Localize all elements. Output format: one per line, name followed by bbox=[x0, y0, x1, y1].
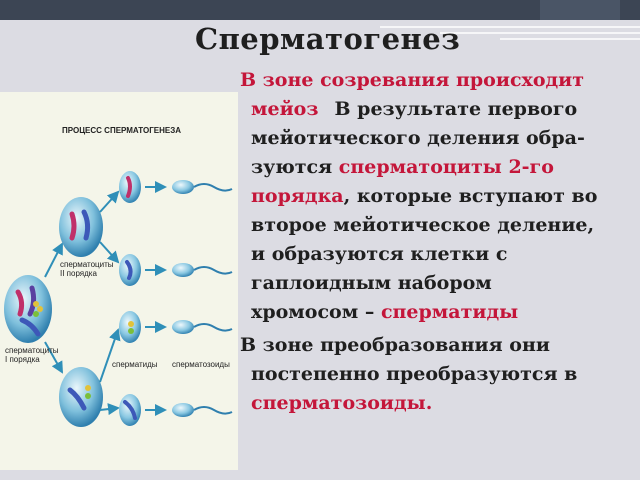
slide-title: Сперматогенез bbox=[195, 22, 461, 56]
body-text: В зоне созревания происходит мейоз В резу… bbox=[240, 66, 640, 418]
label-spermatocytes-2: сперматоциты II порядка bbox=[60, 260, 114, 278]
top-bar bbox=[0, 0, 640, 20]
p1-line-5: порядка, которые вступают во bbox=[251, 185, 598, 207]
p1-line-4: зуются сперматоциты 2-го bbox=[251, 156, 554, 178]
p2-line-1: В зоне преобразования они bbox=[240, 334, 550, 356]
p1-line-9: хромосом – сперматиды bbox=[251, 301, 519, 323]
p1-line-2-rest: В результате первого bbox=[334, 98, 578, 120]
decorative-lines bbox=[380, 20, 640, 50]
label-spermatids: сперматиды bbox=[112, 360, 158, 369]
p2-line-3: сперматозоиды. bbox=[251, 392, 433, 414]
spermatogenesis-diagram bbox=[4, 171, 233, 427]
spermatozoa bbox=[172, 180, 233, 417]
label-spermatozoa: сперматозоиды bbox=[172, 360, 230, 369]
spermatids bbox=[119, 171, 141, 426]
label-spermatocytes-1: сперматоциты I порядка bbox=[5, 346, 59, 364]
p1-line-3: мейотического деления обра- bbox=[251, 127, 585, 149]
p1-line-2: мейоз В результате первого bbox=[240, 95, 640, 124]
primary-spermatocyte bbox=[4, 275, 52, 343]
term-spermatocytes-2: сперматоциты 2-го bbox=[338, 156, 554, 178]
p2-line-2: постепенно преобразуются в bbox=[251, 363, 578, 385]
p1-line-1: В зоне созревания происходит bbox=[240, 69, 585, 91]
p1-line-7: и образуются клетки с bbox=[251, 243, 508, 265]
spermatogenesis-figure: ПРОЦЕСС СПЕРМАТОГЕНЕЗА bbox=[0, 92, 238, 470]
secondary-spermatocyte-top bbox=[59, 197, 103, 257]
figure-title: ПРОЦЕСС СПЕРМАТОГЕНЕЗА bbox=[62, 126, 181, 135]
term-spermatids: сперматиды bbox=[380, 301, 519, 323]
p1-line-8: гаплоидным набором bbox=[251, 272, 492, 294]
p1-line-6: второе мейотическое деление, bbox=[251, 214, 595, 236]
secondary-spermatocyte-bottom bbox=[59, 367, 103, 427]
top-bar-decoration bbox=[540, 0, 620, 20]
term-meiosis: мейоз bbox=[251, 98, 319, 120]
